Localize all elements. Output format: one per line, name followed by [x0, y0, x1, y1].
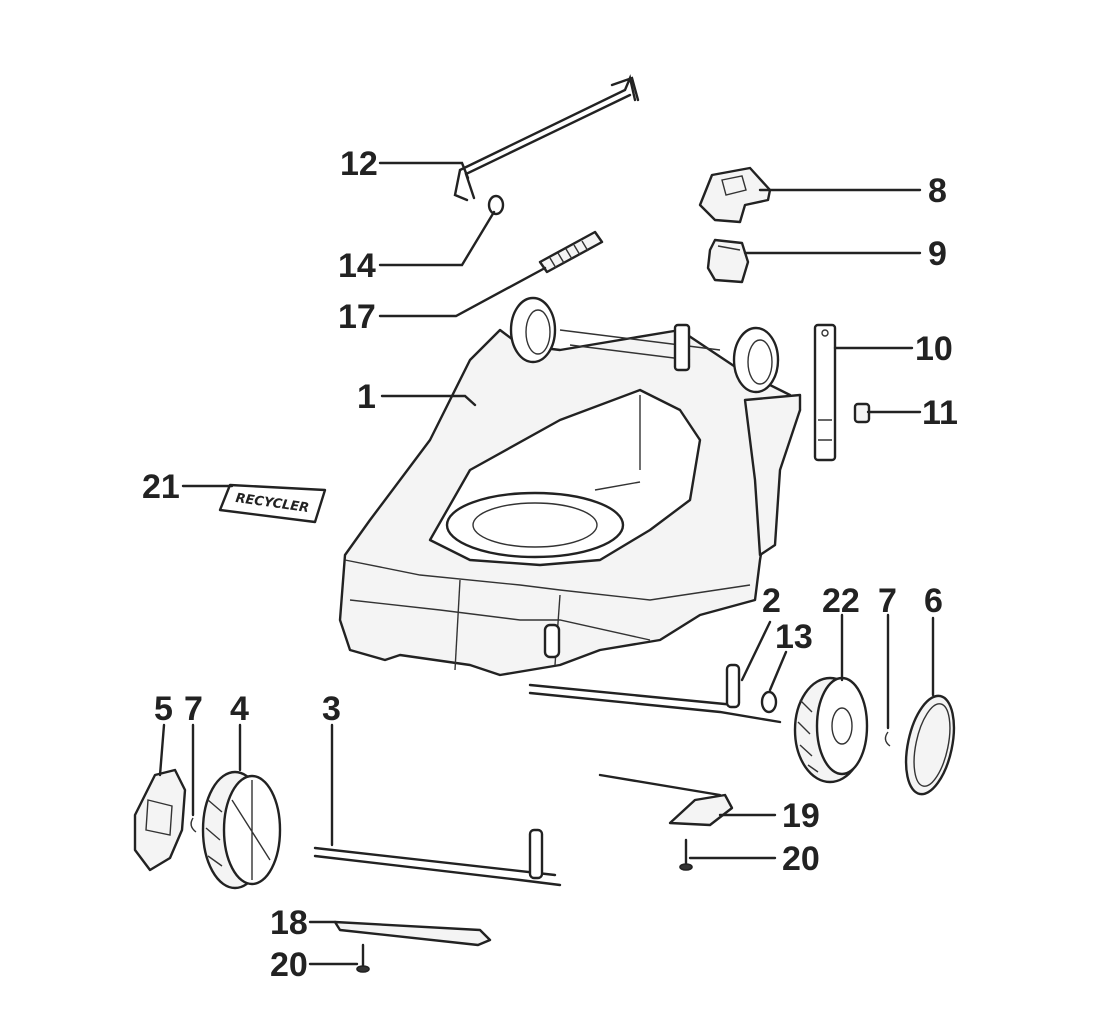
part-9-switch: [706, 238, 750, 284]
callout-6: 6: [924, 582, 943, 620]
callout-7-left: 7: [184, 690, 203, 728]
part-18-blade: [333, 920, 492, 947]
callout-4: 4: [230, 690, 249, 728]
part-4-front-wheel: [201, 770, 282, 890]
callout-22: 22: [822, 582, 860, 620]
part-2-rear-axle: [528, 663, 782, 724]
callout-19: 19: [782, 797, 820, 835]
part-14-washer: [487, 194, 505, 216]
callout-20-upper: 20: [782, 840, 820, 878]
part-5-hubcap-left: [133, 768, 187, 872]
callout-8: 8: [928, 172, 947, 210]
callout-18: 18: [270, 904, 308, 942]
part-11-nut: [853, 402, 871, 424]
callout-9: 9: [928, 235, 947, 273]
callout-17: 17: [338, 298, 376, 336]
part-22-rear-wheel: [793, 676, 869, 784]
part-1-mower-deck: [338, 296, 802, 677]
part-17-spring: [538, 230, 604, 274]
callout-3: 3: [322, 690, 341, 728]
leader-lines: [158, 161, 935, 966]
callout-12: 12: [340, 145, 378, 183]
part-3-front-axle: [313, 828, 562, 887]
part-13-washer: [760, 690, 778, 714]
callout-14: 14: [338, 247, 376, 285]
callout-20-lower: 20: [270, 946, 308, 984]
part-12-handle-rod: [453, 74, 640, 202]
callout-13: 13: [775, 618, 813, 656]
callout-1: 1: [357, 378, 376, 416]
callout-10: 10: [915, 330, 953, 368]
callout-11: 11: [922, 394, 958, 432]
callout-numbers: 12 14 17 1 21 8 9 10 11 2 13 22 7 6 5 7 …: [142, 145, 958, 984]
part-7-clip-right: [884, 731, 891, 747]
part-6-hubcap: [904, 694, 956, 796]
part-10-bracket: [813, 323, 837, 462]
part-7-clip-left: [190, 817, 197, 833]
part-19-bracket: [598, 773, 734, 827]
part-20-screw-lower: [356, 943, 370, 973]
callout-5: 5: [154, 690, 173, 728]
callout-21: 21: [142, 468, 180, 506]
callout-7-right: 7: [878, 582, 897, 620]
part-20-screw-upper: [679, 838, 693, 871]
callout-2: 2: [762, 582, 781, 620]
part-8-switch-housing: [698, 166, 772, 224]
part-21-recycler-decal: RECYCLER: [218, 483, 327, 524]
